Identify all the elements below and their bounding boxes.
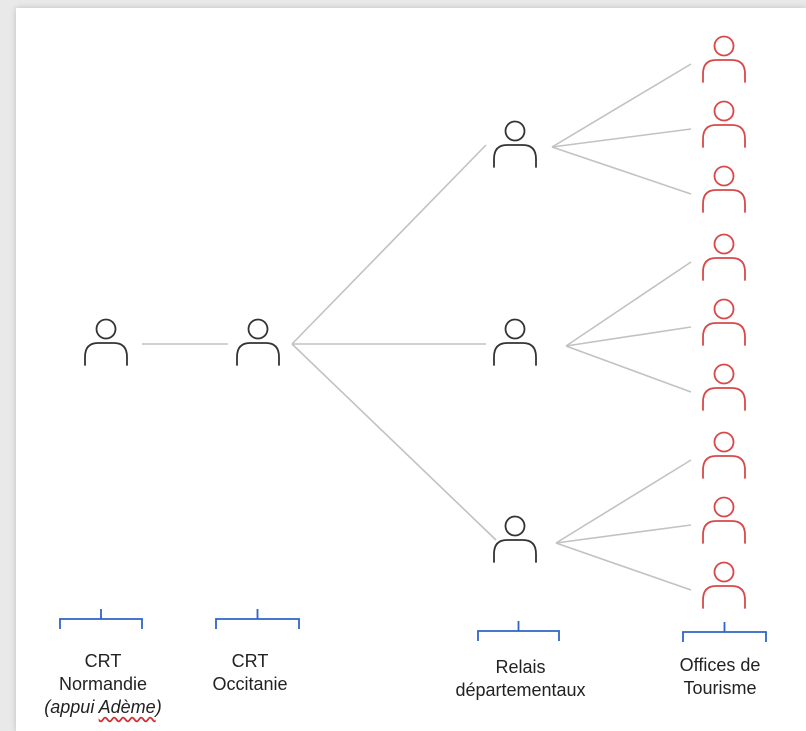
note-suffix: ) (155, 697, 162, 717)
label-offices-de-tourisme: Offices de Tourisme (650, 654, 790, 700)
label-crt-normandie-line1: CRT (84, 651, 122, 671)
person-head (504, 515, 526, 537)
connector-occitanie-relais-3 (291, 343, 497, 541)
person-head (247, 318, 269, 340)
connector-relais-3-office-2 (555, 524, 692, 544)
person-body (493, 539, 537, 563)
connector-relais-2-office-2 (565, 326, 692, 347)
person-body (702, 520, 746, 544)
office-7-person-icon (702, 431, 746, 479)
connector-relais-1-office-2 (551, 128, 692, 148)
person-head (713, 35, 735, 57)
office-4-person-icon (702, 233, 746, 281)
person-body (236, 342, 280, 366)
label-crt-normandie-note: (appui Adème) (28, 696, 178, 719)
person-body (84, 342, 128, 366)
person-body (702, 322, 746, 346)
note-prefix: (appui (44, 697, 99, 717)
relais-1-person-icon (493, 120, 537, 168)
person-head (713, 165, 735, 187)
label-relais-departementaux: Relais départementaux (428, 656, 613, 702)
person-head (713, 431, 735, 453)
label-crt-occitanie: CRT Occitanie (185, 650, 315, 696)
relais-2-person-icon (493, 318, 537, 366)
crt-occitanie-person-icon (236, 318, 280, 366)
person-head (95, 318, 117, 340)
person-body (702, 189, 746, 213)
person-body (702, 59, 746, 83)
label-relais-line2: départementaux (455, 680, 586, 700)
person-head (713, 561, 735, 583)
label-offices-line1: Offices de (679, 655, 761, 675)
bracket-relais (477, 621, 560, 641)
note-word-ademe: Adème (98, 697, 156, 717)
person-head (713, 233, 735, 255)
diagram-card: CRT Normandie (appui Adème) CRT Occitani… (16, 8, 806, 731)
person-head (713, 100, 735, 122)
bracket-crt-normandie (59, 609, 143, 629)
office-1-person-icon (702, 35, 746, 83)
label-crt-occitanie-line1: CRT (231, 651, 269, 671)
person-body (702, 257, 746, 281)
office-5-person-icon (702, 298, 746, 346)
connector-relais-1-office-3 (551, 146, 692, 195)
relais-3-person-icon (493, 515, 537, 563)
bracket-crt-occitanie (215, 609, 300, 629)
person-head (713, 298, 735, 320)
person-head (504, 318, 526, 340)
person-head (713, 363, 735, 385)
person-body (702, 124, 746, 148)
person-body (702, 585, 746, 609)
person-head (713, 496, 735, 518)
connector-relais-1-office-1 (551, 63, 692, 148)
office-6-person-icon (702, 363, 746, 411)
person-body (702, 455, 746, 479)
label-relais-line1: Relais (495, 657, 546, 677)
label-offices-line2: Tourisme (683, 678, 757, 698)
label-crt-occitanie-line2: Occitanie (212, 674, 288, 694)
office-9-person-icon (702, 561, 746, 609)
connector-relais-2-office-3 (565, 345, 692, 393)
office-8-person-icon (702, 496, 746, 544)
connector-relais-3-office-3 (555, 542, 692, 591)
connector-occitanie-relais-1 (291, 144, 487, 345)
label-crt-normandie-line2: Normandie (58, 674, 148, 694)
crt-normandie-person-icon (84, 318, 128, 366)
person-body (493, 144, 537, 168)
office-2-person-icon (702, 100, 746, 148)
office-3-person-icon (702, 165, 746, 213)
person-body (493, 342, 537, 366)
bracket-offices (682, 622, 767, 642)
label-crt-normandie: CRT Normandie (appui Adème) (28, 650, 178, 719)
organization-diagram (59, 35, 767, 642)
connector-relais-3-office-1 (555, 459, 692, 544)
person-body (702, 387, 746, 411)
connector-relais-2-office-1 (565, 261, 692, 347)
person-head (504, 120, 526, 142)
